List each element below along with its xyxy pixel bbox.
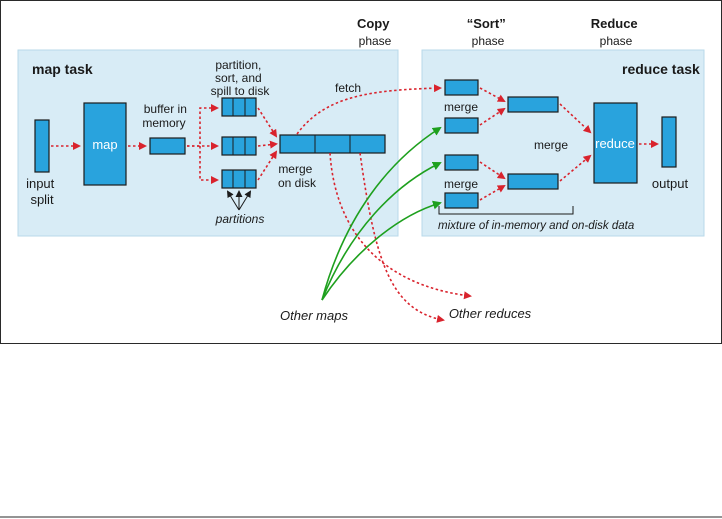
spill-file-1: [221, 97, 257, 117]
reduce-phase-label: Reduce phase: [591, 16, 642, 48]
map-task-title: map task: [32, 61, 93, 77]
arrow-merged-bottom-to-reduce: [559, 154, 592, 182]
reduce-task-title: reduce task: [622, 61, 700, 77]
other-maps-arrow-2: [321, 162, 442, 301]
input-split-box: [34, 119, 50, 173]
arrow-spill3-to-merge: [257, 150, 278, 181]
merge-mid-label: merge: [534, 138, 568, 152]
copied-segment-1: [444, 79, 479, 96]
arrow-to-other-reduces-1: [329, 152, 472, 300]
mixture-label: mixture of in-memory and on-disk data: [438, 220, 634, 232]
copied-segment-4: [444, 192, 479, 209]
arrow-to-other-reduces-2: [359, 152, 445, 323]
merged-output-file: [279, 134, 386, 154]
mixture-bracket: [438, 206, 574, 215]
merge-top-label: merge: [444, 100, 478, 114]
arrow-spill1-to-merge: [257, 107, 278, 138]
copied-segment-2: [444, 117, 479, 134]
reduce-box: [593, 102, 638, 184]
arrow-buffer-to-spill-3: [199, 146, 219, 184]
merge-on-disk-label: merge on disk: [278, 162, 317, 190]
partition-pointer-1: [226, 190, 240, 211]
merged-segment-bottom: [507, 173, 559, 190]
reduce-label: reduce: [595, 136, 635, 151]
output-box: [661, 116, 677, 168]
fetch-label: fetch: [335, 81, 361, 95]
spill-file-2: [221, 136, 257, 156]
map-box: [83, 102, 127, 186]
partition-pointer-3: [238, 190, 252, 211]
other-reduces-label: Other reduces: [449, 306, 532, 321]
partitions-label: partitions: [215, 212, 265, 226]
other-maps-arrow-1: [321, 126, 442, 301]
partition-sort-spill-label: partition, sort, and spill to disk: [211, 58, 271, 98]
buffer-label: buffer in memory: [142, 102, 190, 130]
merged-segment-top: [507, 96, 559, 113]
other-maps-arrow-3: [321, 200, 442, 301]
spill-file-3: [221, 169, 257, 189]
arrow-merged-top-to-reduce: [559, 103, 592, 134]
sort-phase-label: “Sort” phase: [467, 16, 510, 48]
arrow-fetch-to-reduce: [296, 84, 442, 135]
copied-segment-3: [444, 154, 479, 171]
map-label: map: [92, 137, 117, 152]
other-maps-label: Other maps: [280, 308, 348, 323]
merge-bottom-label: merge: [444, 177, 478, 191]
input-split-label: input split: [26, 176, 58, 207]
output-label: output: [652, 176, 689, 191]
copy-phase-label: Copy phase: [357, 16, 393, 48]
arrow-spill2-to-merge: [257, 140, 278, 149]
buffer-box: [149, 137, 186, 155]
